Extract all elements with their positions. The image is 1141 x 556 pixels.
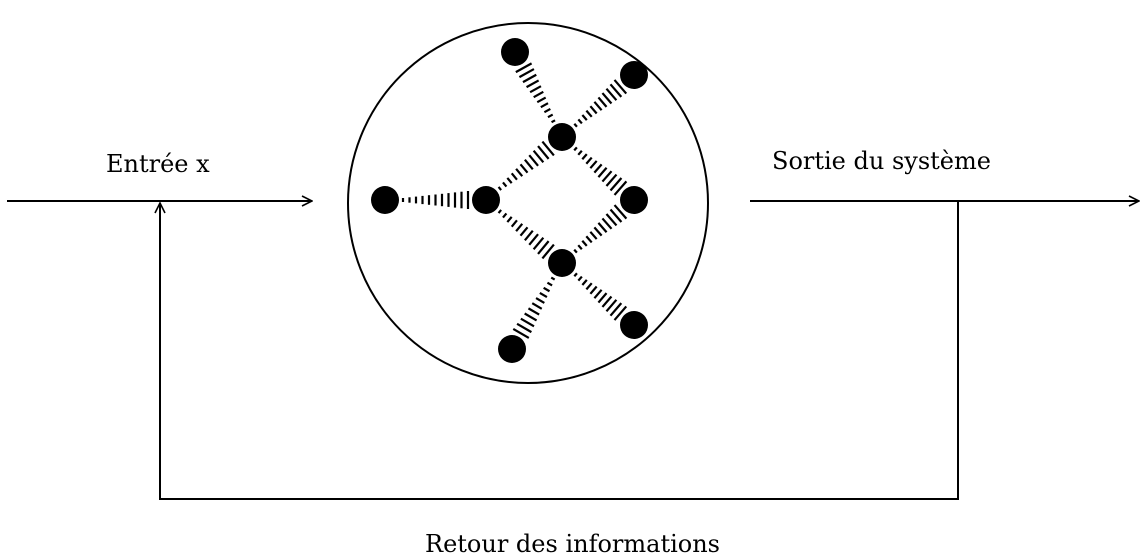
- node-bl: [498, 335, 526, 363]
- output-label: Sortie du système: [772, 147, 991, 175]
- spring-bot-bl: [512, 276, 556, 339]
- feedback-loop: [160, 201, 959, 500]
- node-br: [620, 311, 648, 339]
- node-left: [371, 186, 399, 214]
- spring-top-tr: [573, 79, 628, 128]
- spring-bot-r: [573, 204, 628, 254]
- node-tl: [501, 38, 529, 66]
- node-r: [620, 186, 648, 214]
- spring-hub-top: [497, 140, 555, 191]
- spring-top-r: [573, 146, 628, 196]
- spring-hub-bot: [497, 209, 555, 260]
- node-hub: [472, 186, 500, 214]
- feedback-label: Retour des informations: [425, 530, 720, 556]
- node-top: [548, 123, 576, 151]
- spring-left-hub: [401, 191, 470, 209]
- spring-top-tl: [515, 62, 556, 124]
- input-label: Entrée x: [106, 150, 210, 178]
- node-tr: [620, 61, 648, 89]
- spring-bot-br: [573, 272, 628, 321]
- node-bot: [548, 249, 576, 277]
- spring-network: [371, 38, 648, 363]
- system-circle: [347, 22, 709, 384]
